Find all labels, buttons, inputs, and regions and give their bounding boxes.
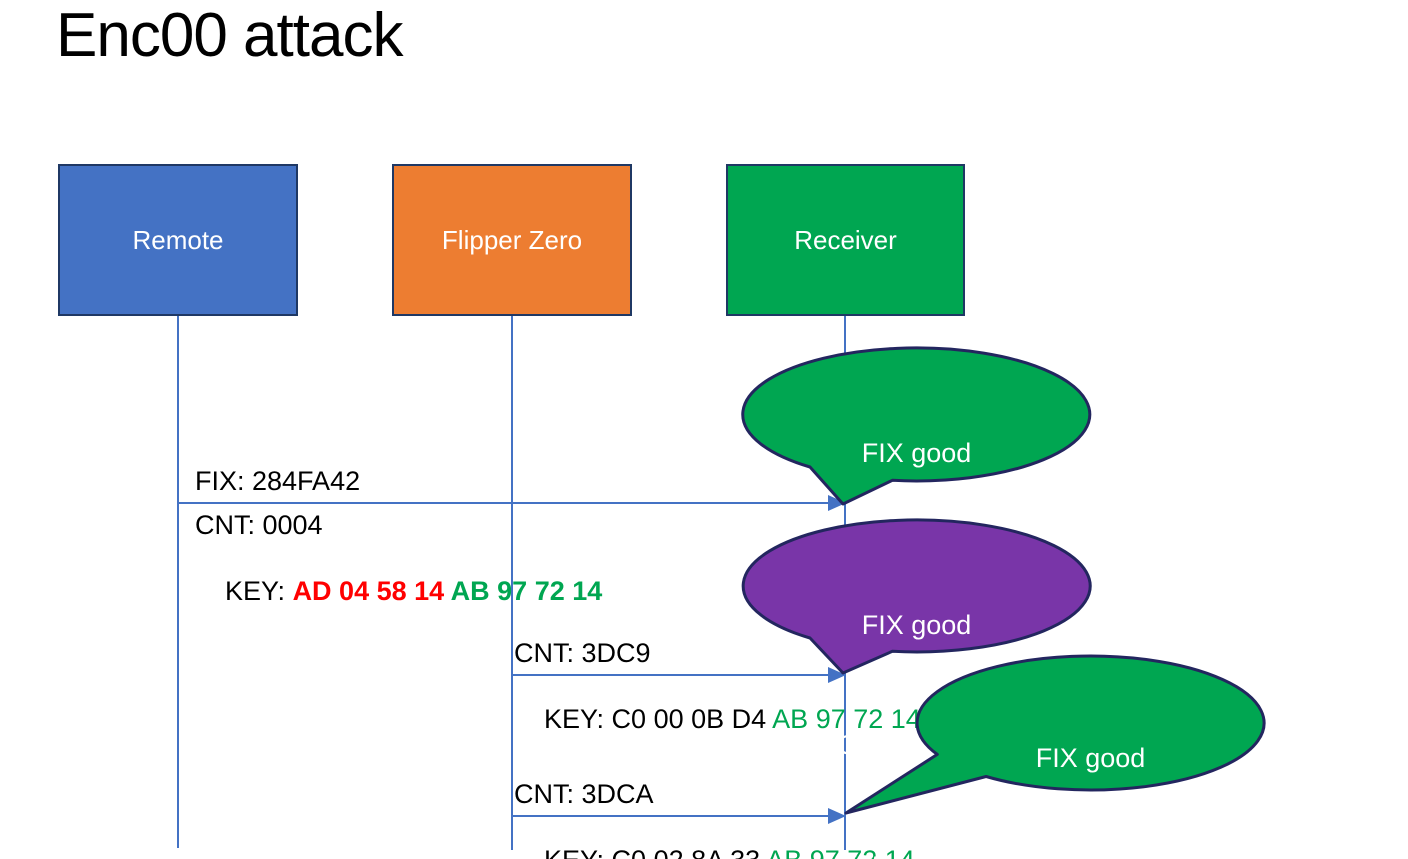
message-2-key-line: KEY: C0 00 0B D4 AB 97 72 14 <box>514 679 921 760</box>
actor-box-receiver: Receiver <box>726 164 965 316</box>
key-prefix: KEY: C0 00 0B D4 <box>544 704 773 734</box>
message-1-fix-line: FIX: 284FA42 <box>195 466 361 496</box>
key-prefix: KEY: C0 02 8A 33 <box>544 845 766 859</box>
callout-2-line-3: future code <box>743 845 1090 859</box>
callout-bubble-3 <box>844 654 1266 815</box>
callout-3-line-1: FIX good <box>1035 743 1146 773</box>
message-2-cnt-line: CNT: 3DC9 <box>514 638 651 668</box>
message-arrow-1 <box>178 502 830 504</box>
callout-2-line-1: FIX good <box>861 610 972 640</box>
actor-label-flipper-zero: Flipper Zero <box>441 224 583 255</box>
callout-text-3: FIX good CNT is 3DCA “Opened” <box>917 658 1264 859</box>
callout-1-line-1: FIX good <box>861 438 972 468</box>
callout-bubble-2 <box>741 518 1092 675</box>
key-fixed-bytes: AB 97 72 14 <box>450 576 603 606</box>
message-1-key-line: KEY: AD 04 58 14 AB 97 72 14 <box>195 551 602 632</box>
arrowhead-3 <box>828 808 846 824</box>
message-1-cnt-line: CNT: 0004 <box>195 510 323 540</box>
page-title: Enc00 attack <box>56 1 403 70</box>
message-3-cnt-line: CNT: 3DCA <box>514 779 654 809</box>
key-fixed-bytes: AB 97 72 14 <box>766 845 915 859</box>
actor-box-remote: Remote <box>58 164 298 316</box>
callout-bubble-1-shape <box>741 346 1092 506</box>
message-arrow-2 <box>512 674 830 676</box>
key-prefix: KEY: <box>225 576 293 606</box>
key-fixed-bytes: AB 97 72 14 <box>772 704 921 734</box>
lifeline-flipper-zero <box>511 316 513 850</box>
lifeline-remote <box>177 316 179 848</box>
message-3-key-line: KEY: C0 02 8A 33 AB 97 72 14 <box>514 820 915 859</box>
actor-label-remote: Remote <box>132 224 224 255</box>
actor-box-flipper-zero: Flipper Zero <box>392 164 632 316</box>
callout-bubble-2-shape <box>741 518 1092 675</box>
message-arrow-3 <box>512 815 830 817</box>
key-changing-bytes: AD 04 58 14 <box>292 576 451 606</box>
callout-bubble-1 <box>741 346 1092 506</box>
actor-label-receiver: Receiver <box>794 224 897 255</box>
callout-bubble-3-shape <box>844 654 1266 815</box>
